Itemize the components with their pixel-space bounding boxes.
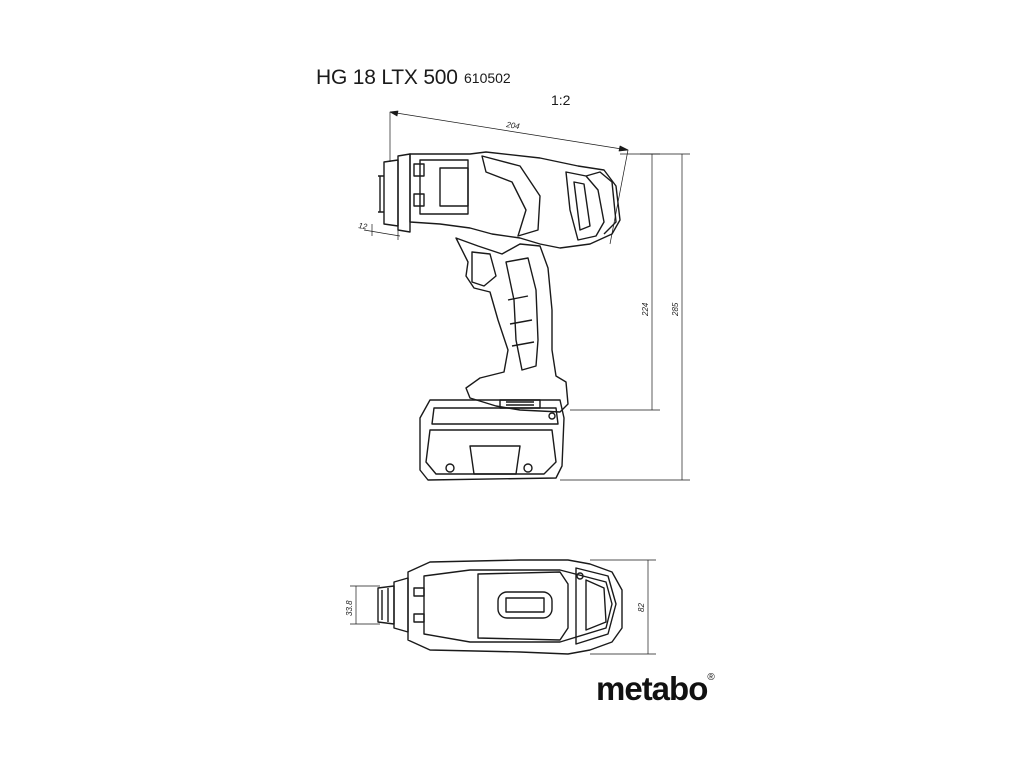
dimension-lines	[350, 110, 690, 655]
registered-mark: ®	[707, 672, 715, 683]
logo-text: metabo	[596, 670, 708, 707]
body-top-inner	[423, 569, 613, 643]
dim-width	[590, 559, 656, 655]
nozzle-side	[378, 159, 399, 227]
trigger	[471, 251, 497, 287]
nozzle-ring	[397, 153, 411, 233]
top-view	[377, 559, 623, 655]
rear-cap	[565, 171, 617, 241]
metabo-logo: metabo®	[596, 670, 715, 708]
battery-front	[425, 429, 557, 475]
handle-top-loop	[481, 155, 541, 237]
battery-contacts	[499, 399, 541, 409]
dim-diameter-label: 33.8	[345, 600, 354, 616]
top-vent-1	[413, 587, 425, 597]
battery-screw-right	[523, 463, 533, 473]
side-view	[378, 151, 621, 481]
dim-length-arrows	[389, 110, 629, 152]
body-panel	[419, 159, 469, 215]
dim-width-label: 82	[637, 603, 646, 612]
vent-slot-2	[413, 193, 425, 207]
dim-offset-line	[363, 224, 401, 240]
battery-outline	[419, 399, 565, 481]
dim-diameter	[350, 585, 380, 625]
dim-height-total	[560, 153, 690, 481]
rear-cap-inner	[573, 181, 591, 231]
grip-outline	[455, 237, 569, 413]
nozzle-top	[377, 585, 395, 625]
switch-top-inner	[505, 597, 545, 613]
dim-length-label: 204	[505, 120, 521, 131]
dimension-labels: 204 12 224 285 33.8 82	[345, 120, 680, 616]
grip-stripe-3	[511, 341, 535, 347]
switch-top	[497, 591, 553, 619]
nozzle-top-ring	[393, 577, 409, 633]
body-top-outline	[407, 559, 623, 655]
dim-height-body-label: 224	[641, 302, 650, 317]
dim-length-line	[389, 111, 629, 245]
top-vent-2	[413, 613, 425, 623]
top-screw	[576, 572, 584, 580]
dim-height-body	[570, 153, 660, 411]
body-upper-outline	[409, 151, 621, 249]
model-title: HG 18 LTX 500	[316, 66, 458, 89]
rear-top-cap	[575, 567, 617, 645]
battery-grip-pad	[469, 445, 521, 475]
scale-label: 1:2	[551, 92, 571, 108]
battery-screw-top	[548, 412, 556, 420]
grip-stripe-1	[507, 295, 529, 301]
grip-detail	[505, 257, 539, 371]
article-number: 610502	[464, 70, 511, 86]
vent-slot-1	[413, 163, 425, 177]
dim-height-total-label: 285	[671, 302, 680, 317]
body-window	[439, 167, 469, 207]
battery-screw-left	[445, 463, 455, 473]
grip-stripe-2	[509, 319, 533, 325]
dim-offset-label: 12	[358, 221, 369, 231]
handle-top-cutout	[477, 571, 569, 641]
